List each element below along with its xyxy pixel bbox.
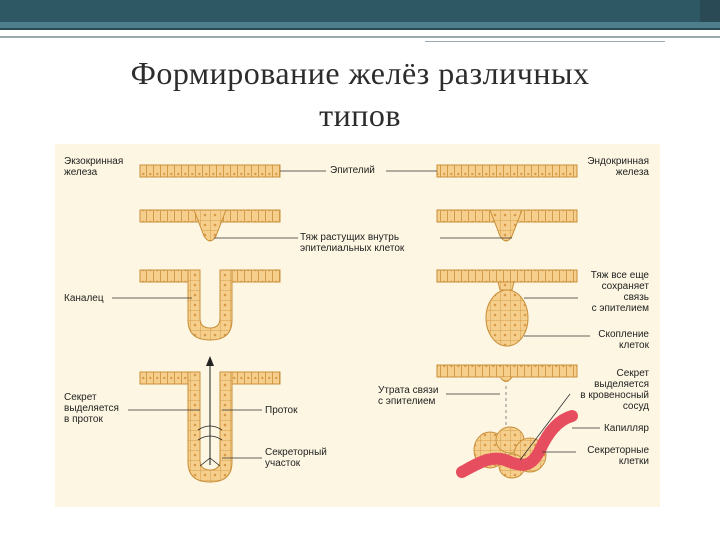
canal-shape <box>139 269 281 341</box>
title-line-1: Формирование желёз различных <box>130 55 590 91</box>
label-exocrine: Экзокринная железа <box>64 156 124 178</box>
leader-lines <box>112 170 600 461</box>
label-endocrine: Эндокринная железа <box>587 156 649 178</box>
ingrowth-right <box>436 209 578 242</box>
label-secretory-part: Секреторный участок <box>265 447 327 469</box>
cord-cluster-shape <box>436 269 578 347</box>
label-lost-connection: Утрата связи с эпителием <box>378 385 439 407</box>
label-capillary: Капилляр <box>603 423 649 434</box>
label-secretory-cells: Секреторные клетки <box>587 445 649 467</box>
slide-header-strip <box>0 22 720 28</box>
label-duct: Проток <box>265 405 298 416</box>
label-ingrowth: Тяж растущих внутрь эпителиальных клеток <box>300 232 405 254</box>
label-cord-connected: Тяж все еще сохраняет связь с эпителием <box>590 270 649 314</box>
title-line-2: типов <box>319 97 401 133</box>
label-canal: Каналец <box>64 293 104 304</box>
label-cluster: Скопление клеток <box>598 329 649 351</box>
page-title: Формирование желёз различных типов <box>0 52 720 136</box>
epithelium-strip-right <box>436 164 578 178</box>
duct-shape <box>139 356 281 483</box>
capillary-vessel <box>456 410 578 478</box>
decorative-line <box>0 36 720 38</box>
epithelium-strip-left <box>139 164 281 178</box>
diagram-panel <box>55 144 660 507</box>
label-secretion-blood: Секрет выделяется в кровеносный сосуд <box>580 368 649 412</box>
ingrowth-left <box>139 209 281 242</box>
label-secretion-duct: Секрет выделяется в проток <box>64 392 119 425</box>
slide-header-tab <box>0 0 700 24</box>
decorative-line <box>425 41 665 42</box>
label-epithelium: Эпителий <box>330 165 375 176</box>
